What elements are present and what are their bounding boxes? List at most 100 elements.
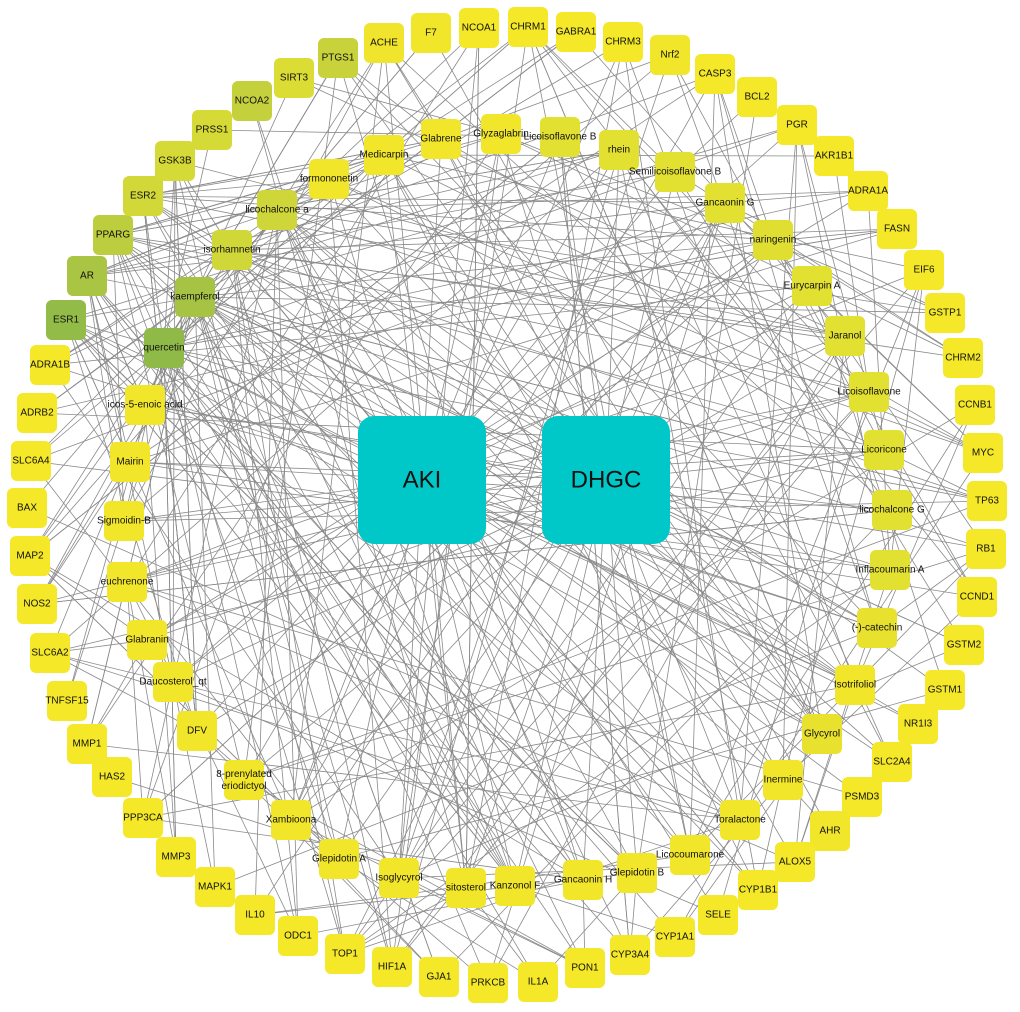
compound-node-kanzonol-f[interactable]: Kanzonol F: [490, 866, 541, 906]
target-node-mapk1[interactable]: MAPK1: [195, 867, 235, 907]
compound-node-toralactone[interactable]: Toralactone: [714, 800, 766, 840]
compound-node-semilicoisoflavone-b[interactable]: Semilicoisoflavone B: [629, 152, 722, 192]
compound-node-eurycarpin-a[interactable]: Eurycarpin A: [784, 266, 841, 306]
target-node-chrm1[interactable]: CHRM1: [508, 7, 548, 47]
target-node-ahr[interactable]: AHR: [810, 811, 850, 851]
compound-node-jaranol[interactable]: Jaranol: [825, 316, 865, 356]
target-node-ar[interactable]: AR: [67, 256, 107, 296]
target-node-slc6a4[interactable]: SLC6A4: [11, 441, 51, 481]
target-node-il1a[interactable]: IL1A: [518, 962, 558, 1002]
target-node-fasn[interactable]: FASN: [877, 209, 917, 249]
target-node-adra1b[interactable]: ADRA1B: [30, 345, 70, 385]
compound-node-euchrenone[interactable]: euchrenone: [101, 562, 154, 602]
target-node-top1[interactable]: TOP1: [325, 934, 365, 974]
target-node-tp63[interactable]: TP63: [967, 481, 1007, 521]
compound-node-inermine[interactable]: Inermine: [763, 760, 803, 800]
target-node-bcl2[interactable]: BCL2: [737, 77, 777, 117]
compound-node-sitosterol[interactable]: sitosterol: [446, 868, 486, 908]
target-node-mmp1[interactable]: MMP1: [67, 724, 107, 764]
target-node-akr1b1[interactable]: AKR1B1: [814, 136, 854, 176]
target-node-gstp1[interactable]: GSTP1: [925, 293, 965, 333]
target-node-sirt3[interactable]: SIRT3: [274, 58, 314, 98]
compound-node-gancaonin-g[interactable]: Gancaonin G: [696, 183, 755, 223]
target-node-esr1[interactable]: ESR1: [46, 300, 86, 340]
target-node-gabra1[interactable]: GABRA1: [556, 12, 597, 52]
target-node-nrf2[interactable]: Nrf2: [650, 35, 690, 75]
compound-node-licochalcone-g[interactable]: licochalcone G: [859, 490, 925, 530]
compound-node-dfv[interactable]: DFV: [177, 711, 217, 751]
compound-node-sigmoidin-b[interactable]: Sigmoidin-B: [97, 501, 151, 541]
compound-node-gancaonin-h[interactable]: Gancaonin H: [554, 860, 612, 900]
target-node-cyp3a4[interactable]: CYP3A4: [610, 935, 650, 975]
hub-node-dhgc[interactable]: DHGC: [542, 416, 670, 544]
compound-node-glabranin[interactable]: Glabranin: [125, 620, 169, 660]
target-node-cyp1b1[interactable]: CYP1B1: [738, 870, 778, 910]
compound-node-glycyrol[interactable]: Glycyrol: [802, 714, 842, 754]
target-node-adrb2[interactable]: ADRB2: [17, 393, 57, 433]
target-node-nr1i3[interactable]: NR1I3: [898, 704, 938, 744]
target-node-cyp1a1[interactable]: CYP1A1: [655, 917, 695, 957]
compound-node-daucosterol-qt[interactable]: Daucosterol_qt: [139, 662, 207, 702]
compound-node-glepidotin-b[interactable]: Glepidotin B: [610, 853, 665, 893]
compound-node-glyzaglabrin[interactable]: Glyzaglabrin: [473, 114, 529, 154]
target-node-map2[interactable]: MAP2: [10, 536, 50, 576]
target-node-bax[interactable]: BAX: [7, 488, 47, 528]
compound-node-formononetin[interactable]: formononetin: [300, 159, 358, 199]
target-node-ncoa1[interactable]: NCOA1: [459, 8, 499, 48]
target-node-ache[interactable]: ACHE: [364, 23, 404, 63]
target-node-prss1[interactable]: PRSS1: [192, 110, 232, 150]
compound-node-medicarpin[interactable]: Medicarpin: [360, 135, 409, 175]
target-node-mmp3[interactable]: MMP3: [156, 837, 196, 877]
compound-node-glabrene[interactable]: Glabrene: [420, 119, 462, 159]
compound-node-isoglycyrol[interactable]: Isoglycyrol: [375, 858, 423, 898]
compound-node-kaempferol[interactable]: kaempferol: [170, 277, 220, 317]
hub-node-aki[interactable]: AKI: [358, 416, 486, 544]
target-node-pgr[interactable]: PGR: [777, 105, 817, 145]
compound-node-glepidotin-a[interactable]: Glepidotin A: [312, 839, 366, 879]
target-node-il10[interactable]: IL10: [235, 895, 275, 935]
target-node-prkcb[interactable]: PRKCB: [468, 963, 508, 1003]
compound-node-inflacoumarin-a[interactable]: Inflacoumarin A: [856, 550, 925, 590]
compound-node-isotrifoliol[interactable]: Isotrifoliol: [834, 665, 876, 705]
compound-node-rhein[interactable]: rhein: [599, 130, 639, 170]
target-node-ccnd1[interactable]: CCND1: [957, 577, 997, 617]
target-node-slc2a4[interactable]: SLC2A4: [872, 742, 912, 782]
target-node-myc[interactable]: MYC: [963, 433, 1003, 473]
target-node-psmd3[interactable]: PSMD3: [842, 777, 882, 817]
compound-node-licochalcone-a[interactable]: licochalcone a: [245, 190, 309, 230]
target-node-gstm1[interactable]: GSTM1: [925, 670, 965, 710]
compound-node-licoricone[interactable]: Licoricone: [861, 430, 907, 470]
compound-node-catechin[interactable]: (-)-catechin: [852, 608, 903, 648]
compound-node-icos-5-enoic-acid[interactable]: icos-5-enoic acid: [107, 385, 183, 425]
target-node-adra1a[interactable]: ADRA1A: [848, 171, 888, 211]
target-node-ppp3ca[interactable]: PPP3CA: [123, 798, 163, 838]
compound-node-xambioona[interactable]: Xambioona: [266, 800, 317, 840]
target-node-hif1a[interactable]: HIF1A: [372, 947, 412, 987]
target-node-tnfsf15[interactable]: TNFSF15: [45, 681, 89, 721]
target-node-nos2[interactable]: NOS2: [17, 584, 57, 624]
target-node-chrm2[interactable]: CHRM2: [943, 338, 983, 378]
target-node-ccnb1[interactable]: CCNB1: [955, 385, 995, 425]
compound-node-licoisoflavone-b[interactable]: Licoisoflavone B: [524, 117, 597, 157]
target-node-gja1[interactable]: GJA1: [419, 957, 459, 997]
compound-node-naringenin[interactable]: naringenin: [750, 220, 797, 260]
target-node-has2[interactable]: HAS2: [92, 757, 132, 797]
target-node-chrm3[interactable]: CHRM3: [603, 22, 643, 62]
compound-node-isorhamnetin[interactable]: isorhamnetin: [203, 230, 261, 270]
compound-node-licoisoflavone[interactable]: Licoisoflavone: [837, 372, 901, 412]
target-node-rb1[interactable]: RB1: [966, 529, 1006, 569]
target-node-gstm2[interactable]: GSTM2: [944, 625, 984, 665]
target-node-odc1[interactable]: ODC1: [278, 916, 318, 956]
target-node-slc6a2[interactable]: SLC6A2: [30, 633, 70, 673]
target-node-ncoa2[interactable]: NCOA2: [232, 81, 272, 121]
compound-node-licocoumarone[interactable]: Licocoumarone: [656, 835, 725, 875]
compound-node-quercetin[interactable]: quercetin: [143, 328, 185, 368]
target-node-eif6[interactable]: EIF6: [904, 250, 944, 290]
target-node-sele[interactable]: SELE: [698, 895, 738, 935]
target-node-ptgs1[interactable]: PTGS1: [318, 38, 358, 78]
target-node-pon1[interactable]: PON1: [565, 948, 605, 988]
target-node-alox5[interactable]: ALOX5: [775, 842, 815, 882]
target-node-f7[interactable]: F7: [411, 13, 451, 53]
target-node-casp3[interactable]: CASP3: [695, 54, 735, 94]
